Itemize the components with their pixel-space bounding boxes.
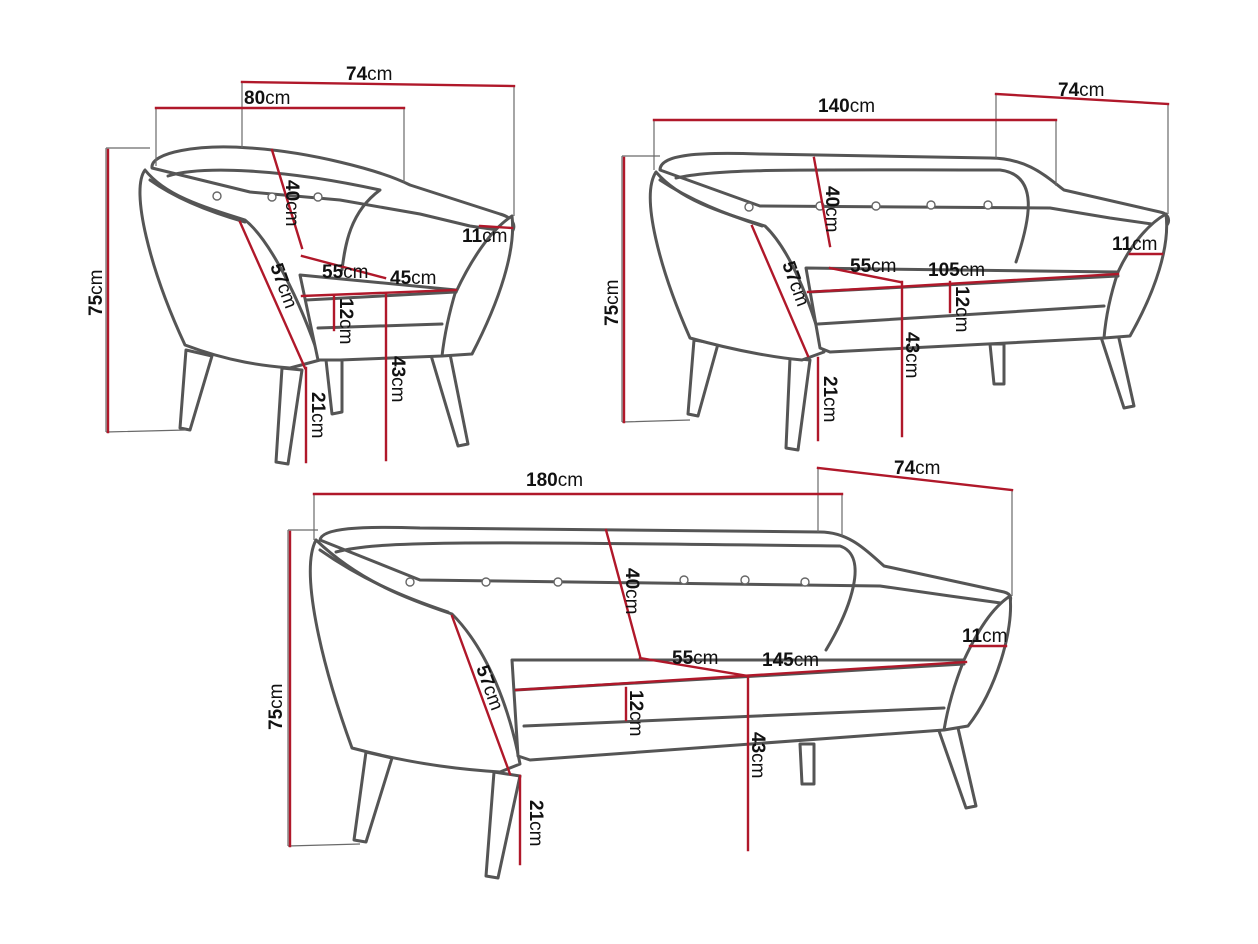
armchair-drawing: [138, 145, 516, 466]
armchair-seat-width-label: 45cm: [390, 268, 436, 289]
armchair-depth-label: 74cm: [346, 64, 392, 85]
armchair-width-label: 80cm: [244, 88, 290, 109]
two-seater-dimension-lines: [621, 92, 1170, 442]
three-seater-depth-label: 74cm: [894, 458, 940, 479]
three-seater-seat-width-label: 145cm: [762, 650, 819, 671]
three-seater-dimension-lines: [287, 466, 1014, 866]
three-seater-seat-cushion-label: 12cm: [625, 690, 646, 736]
three-seater-seat-height-label: 43cm: [747, 732, 768, 778]
armchair-arm-label: 11cm: [462, 226, 507, 247]
three-seater-arm-label: 11cm: [962, 626, 1007, 647]
three-seater-backrest-label: 40cm: [621, 568, 642, 614]
two-seater-seat-cushion-label: 12cm: [951, 286, 972, 332]
two-seater-seat-width-label: 105cm: [928, 260, 985, 281]
two-seater-height-label: 75cm: [602, 280, 623, 326]
two-seater-leg-label: 21cm: [819, 376, 840, 422]
armchair-leg-label: 21cm: [307, 392, 328, 438]
two-seater-seat-height-label: 43cm: [901, 332, 922, 378]
three-seater-width-label: 180cm: [526, 470, 583, 491]
armchair-seat-depth-label: 55cm: [322, 262, 368, 283]
two-seater-depth-label: 74cm: [1058, 80, 1104, 101]
three-seater-drawing: [308, 525, 1013, 880]
armchair-height-label: 75cm: [86, 270, 107, 316]
two-seater-arm-label: 11cm: [1112, 234, 1157, 255]
three-seater-seat-depth-label: 55cm: [672, 648, 718, 669]
two-seater-seat-depth-label: 55cm: [850, 256, 896, 277]
two-seater-drawing: [648, 151, 1170, 452]
three-seater-leg-label: 21cm: [525, 800, 546, 846]
three-seater-height-label: 75cm: [266, 684, 287, 730]
two-seater-width-label: 140cm: [818, 96, 875, 117]
armchair-seat-height-label: 43cm: [387, 356, 408, 402]
two-seater-backrest-label: 40cm: [821, 186, 842, 232]
armchair-dimension-lines: [105, 80, 516, 464]
armchair-seat-cushion-label: 12cm: [335, 298, 356, 344]
armchair-backrest-label: 40cm: [281, 180, 302, 226]
